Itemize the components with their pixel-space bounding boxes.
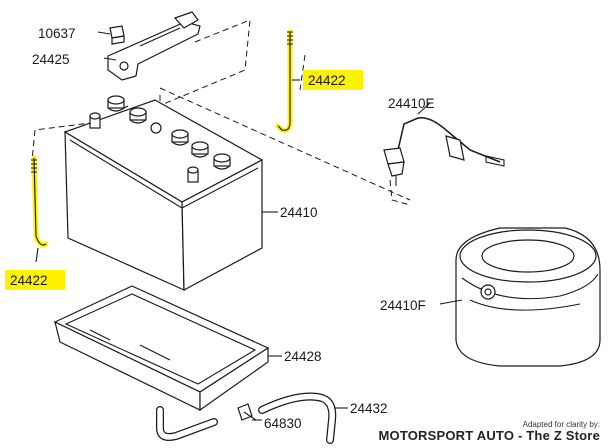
assembly-dashed-lines bbox=[31, 19, 411, 206]
label-24422-left: 24422 bbox=[10, 273, 48, 288]
battery-terminals bbox=[89, 112, 199, 183]
label-10637: 10637 bbox=[38, 26, 76, 41]
battery-tray bbox=[53, 285, 270, 412]
label-24410F: 24410F bbox=[380, 298, 426, 313]
label-24422-top: 24422 bbox=[308, 73, 346, 88]
hold-down-rod-left bbox=[31, 155, 49, 248]
leader-lines bbox=[35, 31, 463, 421]
label-24410E: 24410E bbox=[388, 96, 435, 111]
label-24425: 24425 bbox=[32, 52, 70, 67]
battery bbox=[63, 95, 264, 291]
vent-hose bbox=[156, 392, 337, 444]
temperature-sensor bbox=[383, 117, 505, 186]
hold-down-bracket bbox=[107, 11, 201, 81]
label-24428: 24428 bbox=[284, 349, 322, 364]
nut bbox=[109, 25, 125, 45]
label-24410: 24410 bbox=[280, 205, 318, 220]
label-64830: 64830 bbox=[264, 416, 302, 431]
battery-caps bbox=[107, 95, 231, 170]
hold-down-rod-top bbox=[275, 29, 293, 133]
battery-cover bbox=[455, 227, 601, 367]
credit-adapted: Adapted for clarity by: bbox=[522, 420, 600, 429]
highlight-24422-top bbox=[303, 70, 363, 90]
credit-store: MOTORSPORT AUTO - The Z Store bbox=[378, 428, 600, 443]
label-24432: 24432 bbox=[350, 401, 388, 416]
highlight-24422-left bbox=[5, 270, 65, 290]
hose-clip bbox=[237, 403, 257, 421]
